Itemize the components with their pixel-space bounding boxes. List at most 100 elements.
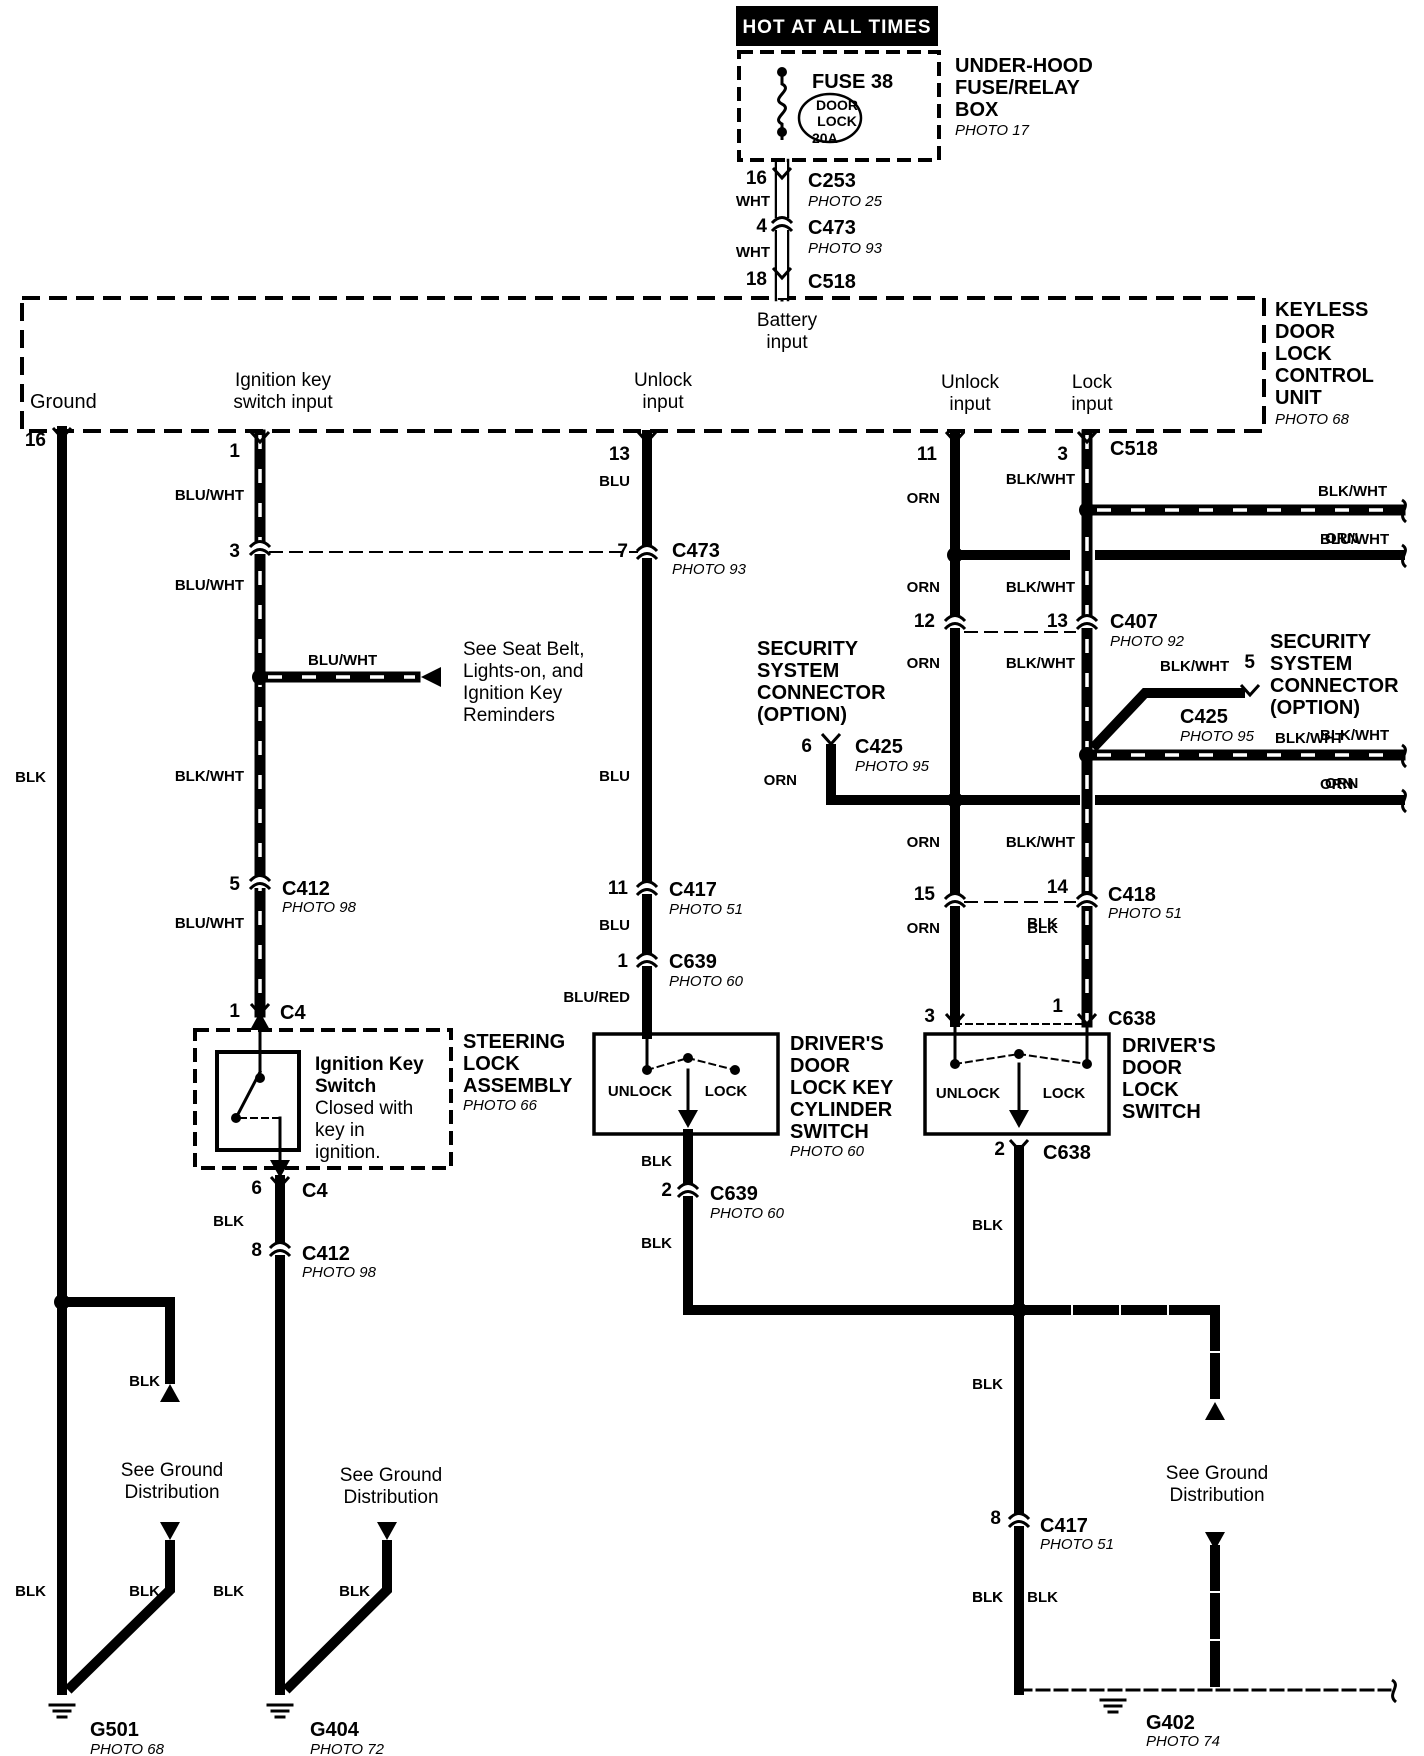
ignition-switch-box: [215, 1050, 301, 1152]
door-lock-switch-box: [923, 1032, 1111, 1136]
pin-number: 13: [1047, 611, 1068, 632]
connector-label: C425: [855, 736, 903, 758]
connector-label: C4: [280, 1002, 306, 1024]
wire-color-tag: BLK: [641, 1235, 672, 1252]
conn-c418-pin15-mate: [943, 900, 967, 909]
conn-c473-top: [770, 216, 794, 225]
conn-c417-top-mate: [635, 888, 659, 897]
input-lock: input: [1071, 394, 1113, 415]
wire-color-tag: BLK: [972, 1589, 1003, 1606]
wire-color-tag: BLK: [15, 1583, 46, 1600]
dl-lock-label: LOCK: [1043, 1085, 1086, 1102]
wire-color-tag: BLK/WHT: [1275, 730, 1344, 747]
wire-color-tag: BLU/WHT: [1320, 531, 1389, 548]
pin-number: 1: [229, 1001, 240, 1022]
wire-color-tag: ORN: [1320, 776, 1353, 793]
connector-label: C473: [672, 540, 720, 562]
note-ground-1: See Ground: [121, 1460, 223, 1481]
conn-c412-bottom: [268, 1241, 292, 1250]
conn-c407-pin13-mate: [1075, 622, 1099, 631]
wire-color-tag: ORN: [1325, 775, 1358, 792]
wire-orn-top-end: [1401, 543, 1408, 569]
input-ground: Ground: [30, 391, 97, 413]
input-ignition: Ignition key: [235, 370, 332, 391]
wire-color-tag: BLU/WHT: [175, 915, 244, 932]
photo-reference: PHOTO 93: [808, 240, 883, 257]
pin-number: 6: [251, 1178, 262, 1199]
conn-c412-bottom-mate: [268, 1249, 292, 1258]
input-battery: input: [766, 332, 808, 353]
security-right-name: SYSTEM: [1270, 653, 1352, 675]
wire-ground-branch: [62, 1297, 175, 1384]
security-right-name: (OPTION): [1270, 697, 1360, 719]
conn-c518-pin3: [1076, 430, 1098, 445]
connector-label: G501: [90, 1719, 139, 1741]
connector-label: C638: [1043, 1142, 1091, 1164]
wire-color-tag: BLK: [1027, 1589, 1058, 1606]
pin-number: 18: [746, 269, 767, 290]
power-banner-box: [736, 6, 938, 46]
pin-number: 3: [1057, 444, 1068, 465]
dl-pivot: [1014, 1049, 1024, 1059]
ign-switch-pivot: [255, 1073, 265, 1083]
pin-number: 4: [756, 216, 767, 237]
pin-number: 14: [1047, 877, 1069, 898]
ground-ref-arrow-2-down: [377, 1522, 397, 1540]
pin-number: 15: [914, 884, 936, 905]
pin-number: 5: [229, 874, 240, 895]
control-unit-outline: [20, 296, 1266, 433]
key-cylinder-name: DOOR: [790, 1055, 851, 1077]
photo-reference: PHOTO 74: [1146, 1733, 1220, 1750]
photo-reference: PHOTO 93: [672, 561, 747, 578]
conn-c425-pin5: [1239, 683, 1261, 698]
conn-c417-top: [635, 880, 659, 889]
pin-number: 1: [617, 951, 628, 972]
pin-number: 8: [990, 1508, 1001, 1529]
wire-color-tag: BLK: [213, 1213, 244, 1230]
note-reminders: Reminders: [463, 705, 555, 726]
wire-color-tag: BLK/WHT: [1006, 471, 1075, 488]
wire-color-tag: ORN: [907, 490, 940, 507]
control-unit-name: CONTROL: [1275, 365, 1374, 387]
wire-color-tag: BLU/WHT: [175, 487, 244, 504]
key-cylinder-name: SWITCH: [790, 1121, 869, 1143]
power-banner: HOT AT ALL TIMES: [742, 17, 931, 38]
security-right-name: CONNECTOR: [1270, 675, 1399, 697]
steering-lock-name: LOCK: [463, 1053, 520, 1075]
wiring: [48, 158, 1408, 1719]
kc-contact-lock: [730, 1065, 740, 1075]
reminder-arrow: [421, 667, 441, 687]
fuse-circuit-bracket: [797, 92, 863, 144]
door-lock-switch-name: SWITCH: [1122, 1101, 1201, 1123]
photo-reference: PHOTO 68: [90, 1741, 165, 1756]
wire-color-tag: BLU: [599, 473, 630, 490]
ign-switch-arrow-down: [270, 1160, 290, 1178]
connector-label: C417: [1040, 1515, 1088, 1537]
kc-lock-label: LOCK: [705, 1083, 748, 1100]
conn-c639-bottom-mate: [676, 1190, 700, 1199]
conn-c418-pin15: [943, 892, 967, 901]
wire-color-tag: BLU/WHT: [175, 577, 244, 594]
conn-c253: [771, 166, 793, 181]
ignition-switch-note: key in: [315, 1120, 365, 1141]
pin-number: 11: [608, 878, 629, 899]
wire-color-tag: BLU: [599, 917, 630, 934]
conn-c425-pin6: [820, 732, 842, 747]
ground-ref-arrow-3-down: [1205, 1532, 1225, 1550]
wire-blkwht-mid-end: [1401, 743, 1408, 769]
wire-color-tag: ORN: [764, 772, 797, 789]
fuse-terminal-bottom: [777, 127, 787, 137]
pin-number: 7: [617, 541, 628, 562]
photo-reference: PHOTO 72: [310, 1741, 385, 1756]
wire-color-tag: BLU/RED: [563, 989, 630, 1006]
steering-lock-name: ASSEMBLY: [463, 1075, 573, 1097]
control-unit-name: DOOR: [1275, 321, 1336, 343]
fuse-terminal-top: [777, 67, 787, 77]
photo-reference: PHOTO 95: [855, 758, 930, 775]
photo-reference: PHOTO 51: [1040, 1536, 1114, 1553]
pin-number: 13: [609, 444, 630, 465]
pin-number: 11: [917, 444, 938, 465]
wire-color-tag: BLK/WHT: [1318, 483, 1387, 500]
conn-c412-top-mate: [248, 882, 272, 891]
